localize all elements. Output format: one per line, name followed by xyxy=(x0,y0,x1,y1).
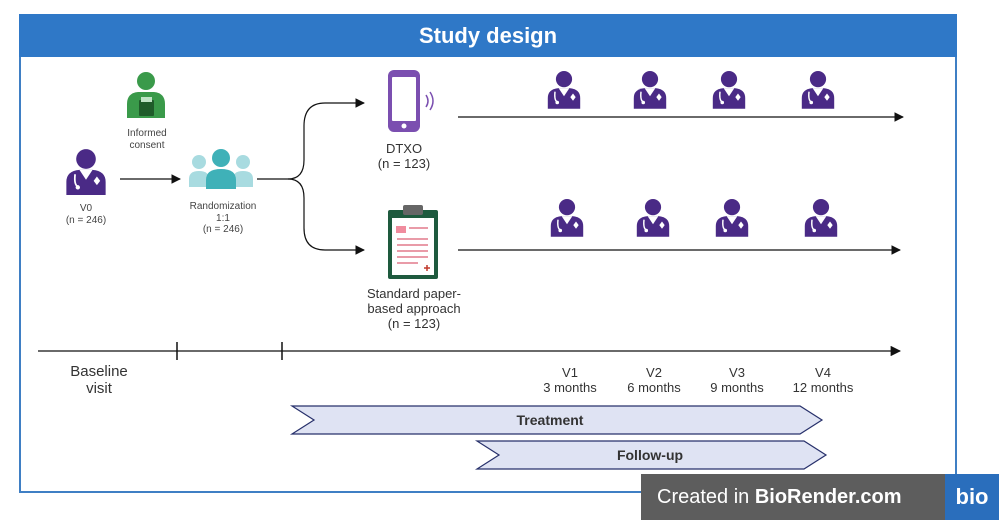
watermark-brand: BioRender.com xyxy=(754,485,902,508)
clipboard-icon xyxy=(388,205,438,279)
followup-label: Follow-up xyxy=(616,447,684,463)
visit-v1-name: V1 xyxy=(562,365,578,380)
biorender-logo: bio xyxy=(945,474,999,520)
dtxo-visit-v1-doctor-icon xyxy=(547,70,581,109)
dtxo-visit-v3-doctor-icon xyxy=(712,70,746,109)
visit-v4-name: V4 xyxy=(815,365,831,380)
watermark-text: Created in BioRender.com xyxy=(657,486,902,509)
visit-v1-label: V1 3 months xyxy=(534,365,606,396)
visit-v2-name: V2 xyxy=(646,365,662,380)
diagram-title: Study design xyxy=(19,14,957,57)
visit-v4-time: 12 months xyxy=(792,379,854,395)
consent-label: Informed consent xyxy=(127,128,167,151)
baseline-v0-name: V0 xyxy=(79,203,93,214)
randomization-n: (n = 246) xyxy=(202,224,244,235)
paper-n: (n = 123) xyxy=(387,315,441,331)
visit-v4-label: V4 12 months xyxy=(782,365,864,396)
baseline-doctor-icon xyxy=(65,148,107,195)
visit-v3-time: 9 months xyxy=(710,379,764,395)
paper-name: Standard paper-based approach xyxy=(367,286,461,316)
paper-visit-v3-doctor-icon xyxy=(715,198,749,237)
treatment-label: Treatment xyxy=(516,412,584,428)
paper-visit-v4-doctor-icon xyxy=(804,198,838,237)
branch-to-dtxo xyxy=(257,98,365,180)
followup-phase-bar xyxy=(474,440,828,470)
randomization-label: Randomization 1:1 (n = 246) xyxy=(178,201,268,236)
baseline-v0-n: (n = 246) xyxy=(65,214,107,226)
dtxo-visit-v2-doctor-icon xyxy=(633,70,667,109)
dtxo-visit-v4-doctor-icon xyxy=(801,70,835,109)
biorender-watermark[interactable]: Created in BioRender.com bio xyxy=(641,474,999,520)
paper-arm-label: Standard paper-based approach (n = 123) xyxy=(360,286,468,332)
watermark-prefix: Created in xyxy=(657,485,755,508)
baseline-visit-label: Baseline visit xyxy=(70,363,128,398)
paper-visit-v2-doctor-icon xyxy=(636,198,670,237)
paper-visit-v1-doctor-icon xyxy=(550,198,584,237)
randomization-ratio: 1:1 xyxy=(216,212,230,224)
group-icon xyxy=(189,149,253,189)
dtxo-name: DTXO xyxy=(385,141,423,156)
visit-v2-label: V2 6 months xyxy=(618,365,690,396)
treatment-phase-bar xyxy=(289,405,824,435)
visit-v1-time: 3 months xyxy=(543,379,597,395)
phone-icon xyxy=(388,70,434,132)
visit-v2-time: 6 months xyxy=(627,379,681,395)
visit-v3-label: V3 9 months xyxy=(700,365,774,396)
randomization-name: Randomization xyxy=(189,201,257,212)
visit-v3-name: V3 xyxy=(729,365,745,380)
branch-to-paper xyxy=(287,178,365,255)
baseline-v0-label: V0 (n = 246) xyxy=(56,203,116,226)
dtxo-n: (n = 123) xyxy=(377,155,431,171)
dtxo-arm-label: DTXO (n = 123) xyxy=(364,141,444,172)
consent-icon xyxy=(127,72,165,118)
